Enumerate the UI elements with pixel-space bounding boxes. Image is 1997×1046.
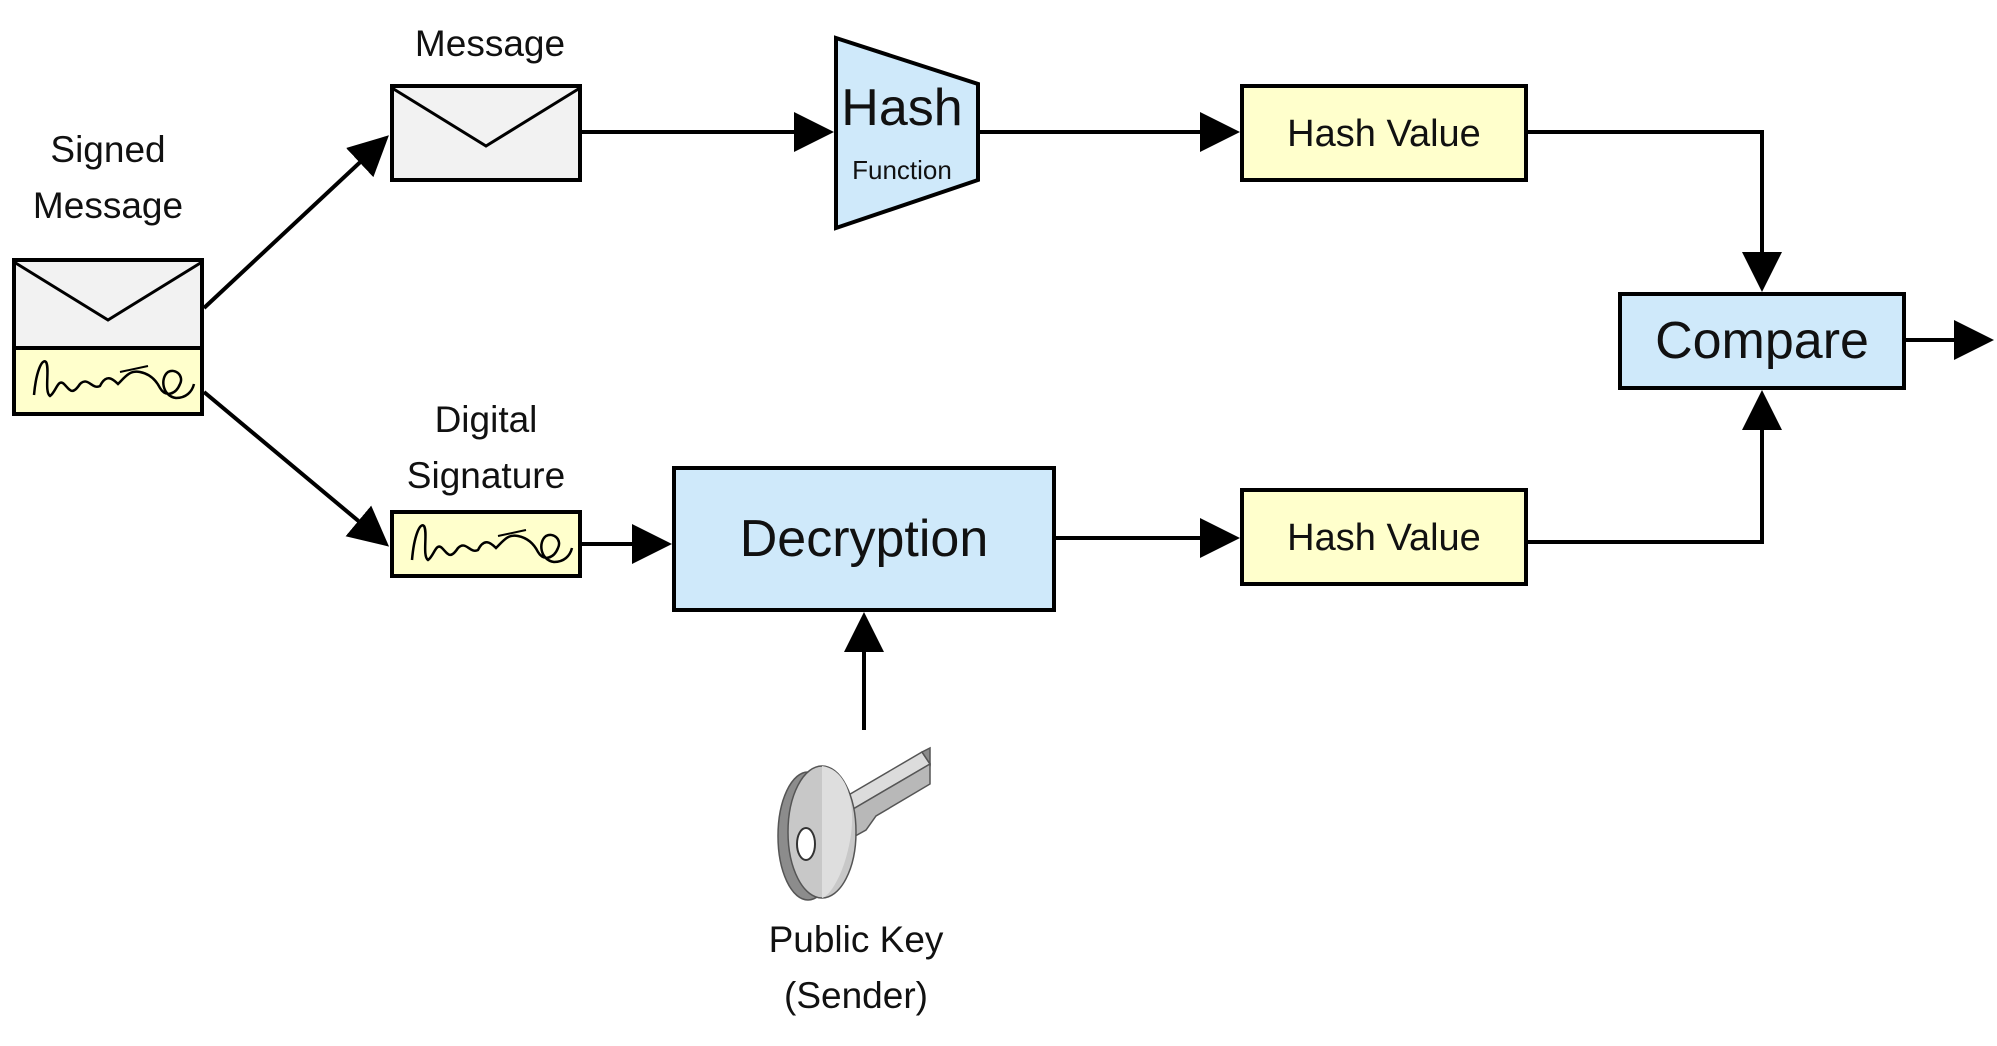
signed-message-label-line2: Message xyxy=(33,185,183,226)
arrow-signed-to-signature xyxy=(202,390,390,547)
decryption-box xyxy=(672,466,1056,612)
public-key-icon xyxy=(777,746,932,901)
compare-label: Compare xyxy=(1655,312,1869,370)
signed-message-envelope-icon xyxy=(12,258,204,350)
arrow-hashvalue-bottom-to-compare xyxy=(1528,390,1782,544)
hash-function-title: Hash xyxy=(841,79,962,137)
hash-value-bottom-box xyxy=(1240,488,1528,586)
signed-message-signature-icon xyxy=(12,346,204,416)
digital-signature-icon xyxy=(390,510,582,578)
hash-function-block xyxy=(834,35,980,231)
message-envelope-icon xyxy=(390,84,582,182)
compare-box xyxy=(1618,292,1906,390)
digital-signature-label-line1: Digital xyxy=(435,399,538,440)
signed-message-label-line1: Signed xyxy=(50,129,165,170)
decryption-label: Decryption xyxy=(740,510,989,568)
digital-signature-label-line2: Signature xyxy=(407,455,565,496)
hash-value-top-label: Hash Value xyxy=(1287,113,1481,155)
hash-value-top-box xyxy=(1240,84,1528,182)
hash-function-subtitle: Function xyxy=(852,155,952,185)
public-key-label-line2: (Sender) xyxy=(784,975,928,1016)
hash-value-bottom-label: Hash Value xyxy=(1287,517,1481,559)
arrow-hashvalue-to-compare xyxy=(1528,130,1782,292)
message-label: Message xyxy=(415,23,565,64)
public-key-label-line1: Public Key xyxy=(769,919,944,960)
arrow-signed-to-message xyxy=(202,135,389,310)
